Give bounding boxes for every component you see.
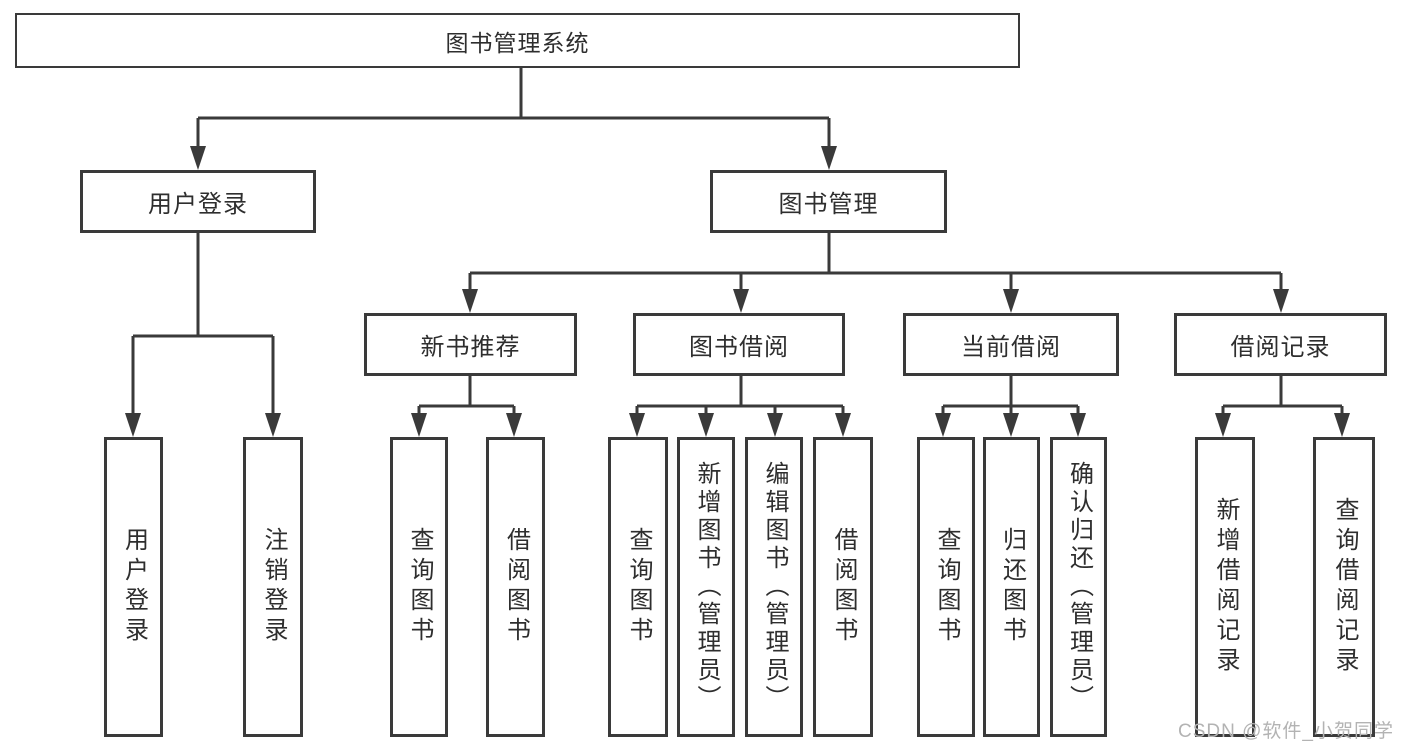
leaf-return-book-label: 归还图书 bbox=[998, 527, 1026, 647]
node-new-book-recommend-label: 新书推荐 bbox=[420, 334, 521, 361]
leaf-query-books-borrow-label: 查询图书 bbox=[625, 527, 652, 647]
leaf-confirm-return-admin: 确认归还（管理员） bbox=[1050, 437, 1107, 737]
leaf-query-books-recommend-label: 查询图书 bbox=[406, 527, 433, 647]
leaf-query-books-borrow: 查询图书 bbox=[608, 437, 668, 737]
leaf-user-login-label: 用户登录 bbox=[120, 527, 148, 647]
leaf-query-books-current: 查询图书 bbox=[917, 437, 975, 737]
leaf-add-book-admin: 新增图书（管理员） bbox=[677, 437, 735, 737]
leaf-borrow-book-label: 借阅图书 bbox=[830, 527, 857, 647]
node-user-login-label: 用户登录 bbox=[148, 191, 248, 218]
node-user-login: 用户登录 bbox=[80, 170, 316, 233]
edge-current-borrow-branch bbox=[935, 376, 1086, 437]
leaf-query-books-current-label: 查询图书 bbox=[933, 527, 960, 647]
node-root-label: 图书管理系统 bbox=[445, 29, 590, 56]
leaf-logout: 注销登录 bbox=[243, 437, 303, 737]
leaf-logout-label: 注销登录 bbox=[260, 527, 287, 647]
edge-book-management-branch bbox=[462, 233, 1289, 313]
node-new-book-recommend: 新书推荐 bbox=[364, 313, 577, 376]
leaf-query-borrow-record: 查询借阅记录 bbox=[1313, 437, 1375, 737]
leaf-query-books-recommend: 查询图书 bbox=[390, 437, 448, 737]
leaf-add-borrow-record: 新增借阅记录 bbox=[1195, 437, 1255, 737]
node-book-borrow: 图书借阅 bbox=[633, 313, 845, 376]
node-book-management: 图书管理 bbox=[710, 170, 947, 233]
edge-borrow-records-branch bbox=[1215, 376, 1350, 437]
leaf-borrow-book-recommend-label: 借阅图书 bbox=[502, 527, 530, 647]
leaf-borrow-book: 借阅图书 bbox=[813, 437, 873, 737]
leaf-user-login: 用户登录 bbox=[104, 437, 163, 737]
node-book-management-label: 图书管理 bbox=[778, 191, 879, 218]
node-book-borrow-label: 图书借阅 bbox=[689, 334, 789, 361]
leaf-add-borrow-record-label: 新增借阅记录 bbox=[1212, 497, 1239, 677]
leaf-query-borrow-record-label: 查询借阅记录 bbox=[1331, 497, 1358, 677]
edge-book-borrow-branch bbox=[629, 376, 851, 437]
edge-new-book-branch bbox=[411, 376, 522, 437]
leaf-confirm-return-admin-label: 确认归还（管理员） bbox=[1065, 461, 1093, 713]
node-current-borrow-label: 当前借阅 bbox=[961, 334, 1061, 361]
node-current-borrow: 当前借阅 bbox=[903, 313, 1119, 376]
edge-root-branch bbox=[190, 68, 837, 170]
leaf-add-book-admin-label: 新增图书（管理员） bbox=[693, 461, 720, 713]
node-borrow-records: 借阅记录 bbox=[1174, 313, 1387, 376]
leaf-borrow-book-recommend: 借阅图书 bbox=[486, 437, 545, 737]
node-borrow-records-label: 借阅记录 bbox=[1230, 334, 1331, 361]
watermark: CSDN @软件_小贺同学 bbox=[1178, 721, 1394, 742]
leaf-edit-book-admin: 编辑图书（管理员） bbox=[745, 437, 803, 737]
node-root: 图书管理系统 bbox=[15, 13, 1020, 68]
leaf-edit-book-admin-label: 编辑图书（管理员） bbox=[761, 461, 788, 713]
leaf-return-book: 归还图书 bbox=[983, 437, 1040, 737]
edge-user-login-branch bbox=[125, 233, 281, 437]
